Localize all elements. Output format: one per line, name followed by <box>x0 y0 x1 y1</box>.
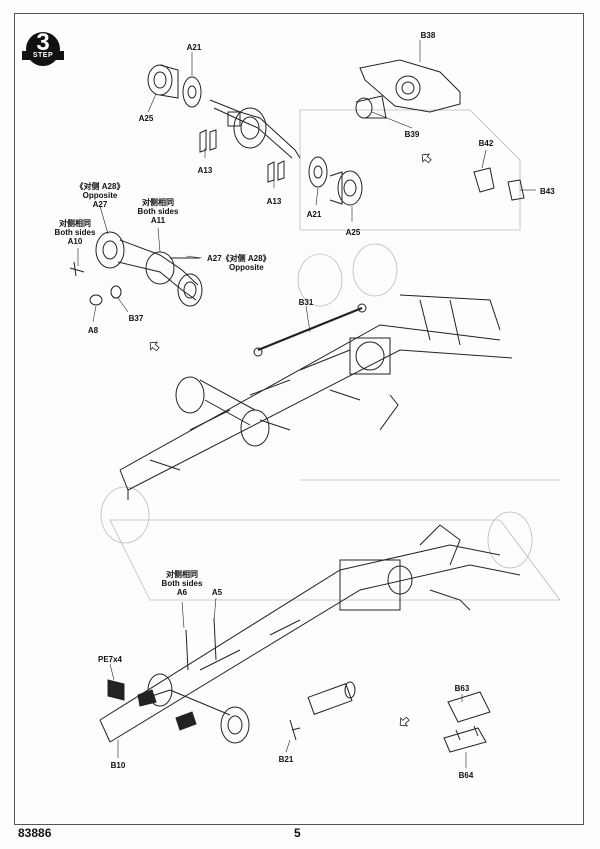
label-pe7x4: PE7x4 <box>97 655 123 664</box>
note-opposite: Opposite <box>229 263 264 272</box>
label-a21-lower: A21 <box>306 210 322 219</box>
label-b42: B42 <box>478 139 494 148</box>
note-a27-opposite: A27《对侧 A28》 Opposite <box>207 254 271 272</box>
label-a27-top: A27 <box>92 200 108 209</box>
label-a13-left: A13 <box>197 166 213 175</box>
note-both-cn: 对侧相同 <box>166 570 198 579</box>
note-both-cn: 对侧相同 <box>59 219 91 228</box>
note-both-en: Both sides <box>137 207 179 216</box>
page-number: 5 <box>294 826 301 840</box>
note-both-cn: 对侧相同 <box>142 198 174 207</box>
label-b39: B39 <box>404 130 420 139</box>
bracket-a13-right <box>267 160 285 183</box>
step-circle <box>26 32 60 66</box>
step-badge: 3 STEP <box>20 28 64 68</box>
label-a11: A11 <box>150 216 166 225</box>
label-a5: A5 <box>211 588 223 597</box>
note-opposite: Opposite <box>82 191 118 200</box>
chassis-frame-upper <box>119 294 513 500</box>
note-a28-cn: 《对侧 A28》 <box>75 182 125 191</box>
note-a28-opposite: 《对侧 A28》 Opposite A27 <box>76 182 125 209</box>
label-a8: A8 <box>87 326 99 335</box>
label-b31: B31 <box>298 298 314 307</box>
chassis-frame-lower <box>99 524 521 744</box>
front-axle-assembly <box>69 231 203 307</box>
step-word: STEP <box>22 51 64 60</box>
pe-plate <box>107 679 125 701</box>
pinion-b39 <box>355 95 387 119</box>
axle-housing-top <box>209 99 301 159</box>
note-both-en: Both sides <box>161 579 203 588</box>
note-both-sides-a6: 对侧相同 Both sides A6 <box>162 570 203 597</box>
label-b64: B64 <box>458 771 474 780</box>
label-a21-top: A21 <box>186 43 202 52</box>
note-both-sides-a10: 对侧相同 Both sides A10 <box>55 219 96 246</box>
bracket-a13-left <box>199 129 217 153</box>
label-a10: A10 <box>67 237 83 246</box>
page-border <box>14 13 584 825</box>
differential-b38 <box>359 59 461 113</box>
label-b37: B37 <box>128 314 144 323</box>
bracket-b42-b43 <box>473 167 525 201</box>
hub-drum-lower <box>308 156 363 206</box>
label-a25-top: A25 <box>138 114 154 123</box>
hub-drum-top <box>147 64 202 108</box>
part-b63-b64 <box>443 691 491 753</box>
label-b38: B38 <box>420 31 436 40</box>
label-b10: B10 <box>110 761 126 770</box>
label-a25-lower: A25 <box>345 228 361 237</box>
direction-arrow-icon <box>399 716 410 727</box>
drive-shaft-b31 <box>257 306 363 352</box>
note-both-sides-a11: 对侧相同 Both sides A11 <box>138 198 179 225</box>
label-a13-right: A13 <box>266 197 282 206</box>
step-number: 3 <box>36 29 50 56</box>
label-b63: B63 <box>454 684 470 693</box>
label-a6: A6 <box>176 588 188 597</box>
direction-arrow-icon <box>149 341 160 352</box>
label-b21: B21 <box>278 755 294 764</box>
direction-arrow-icon <box>421 153 432 164</box>
label-b43: B43 <box>540 187 555 196</box>
label-a27-side: A27《对侧 A28》 <box>207 254 271 263</box>
note-both-en: Both sides <box>54 228 96 237</box>
product-code: 83886 <box>18 826 52 840</box>
